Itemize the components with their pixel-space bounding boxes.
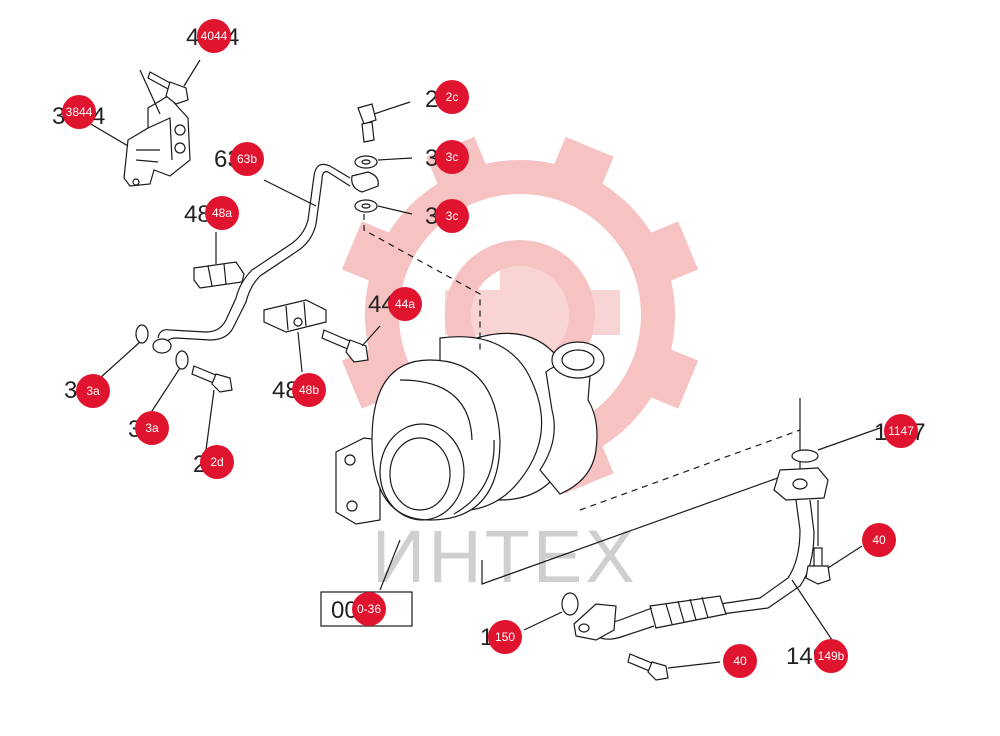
clamp-part <box>193 261 245 289</box>
callout-3a[interactable]: 3A 3a <box>128 411 169 445</box>
callout-2d[interactable]: 2D 2d <box>193 445 234 479</box>
callout-0036[interactable]: 0036 0-36 <box>331 592 386 626</box>
part-number-badge <box>200 445 234 479</box>
part-number-badge <box>76 374 110 408</box>
badge-text: 3a <box>86 384 100 398</box>
clamp-part <box>263 299 327 333</box>
part-number-badge <box>62 95 96 129</box>
badge-text: 48b <box>299 383 319 397</box>
callout-3a[interactable]: 3A 3a <box>64 374 110 408</box>
callout-150[interactable]: 150 150 <box>480 620 522 654</box>
part-number-badge <box>435 199 469 233</box>
part-number-badge <box>814 639 848 673</box>
part-number-badge <box>435 80 469 114</box>
part-number-badge <box>352 592 386 626</box>
oil-return-pipe-part <box>573 467 829 641</box>
callout-48b[interactable]: 48B 48b <box>272 373 326 407</box>
callout-40[interactable]: 40 40 <box>862 523 896 557</box>
callout-63b[interactable]: 63B 63b <box>214 142 264 176</box>
callout-1147[interactable]: 1147 1147 <box>874 414 926 448</box>
badge-text: 48a <box>212 206 232 220</box>
washer-part <box>175 350 189 370</box>
callout-48a[interactable]: 48A 48a <box>184 196 239 230</box>
callout-2c[interactable]: 2C 2c <box>425 80 469 114</box>
callout-40[interactable]: 40 40 <box>723 644 757 678</box>
badge-text: 4044 <box>201 29 228 43</box>
banjo-bolt-part <box>357 103 377 143</box>
part-number-badge <box>292 373 326 407</box>
callout-149b[interactable]: 149B 149b <box>786 639 848 673</box>
badge-text: 3c <box>446 209 459 223</box>
badge-text: 3c <box>446 150 459 164</box>
part-number-badge <box>205 196 239 230</box>
washer-part <box>354 199 378 213</box>
part-number-badge <box>135 411 169 445</box>
badge-text: 0-36 <box>357 602 381 616</box>
part-number-badge <box>388 287 422 321</box>
badge-text: 149b <box>818 649 845 663</box>
pipe-fitting-part <box>351 171 379 193</box>
callout-44a[interactable]: 44A 44a <box>368 287 422 321</box>
bolt-part <box>191 365 233 393</box>
turbocharger-part <box>335 332 605 525</box>
gasket-part <box>561 592 579 616</box>
part-number-badge <box>488 620 522 654</box>
badge-text: 40 <box>872 533 886 547</box>
part-number-badge <box>884 414 918 448</box>
part-number-badge <box>435 140 469 174</box>
part-number-badge <box>723 644 757 678</box>
badge-text: 40 <box>733 654 747 668</box>
bolt-part <box>805 547 831 585</box>
badge-text: 63b <box>237 152 257 166</box>
bolt-part <box>321 329 369 363</box>
part-number-badge <box>197 19 231 53</box>
badge-text: 3844 <box>66 105 93 119</box>
gasket-part <box>791 449 819 463</box>
callout-4044[interactable]: 4044 4044 <box>186 19 239 53</box>
badge-text: 3a <box>145 421 159 435</box>
callout-3c[interactable]: 3C 3c <box>425 199 469 233</box>
badge-text: 2d <box>210 455 223 469</box>
callout-3844[interactable]: 3844 3844 <box>52 95 105 130</box>
callout-3c[interactable]: 3C 3c <box>425 140 469 174</box>
bolt-part <box>147 71 189 105</box>
badge-text: 2c <box>446 90 459 104</box>
watermark-text: ИНТЕХ <box>372 515 638 598</box>
washer-part <box>135 324 149 344</box>
bolt-part <box>627 653 669 681</box>
badge-text: 44a <box>395 297 415 311</box>
part-number-badge <box>230 142 264 176</box>
badge-text: 150 <box>495 630 515 644</box>
oil-feed-pipe-part <box>152 163 351 354</box>
washer-part <box>354 155 378 169</box>
part-number-badge <box>862 523 896 557</box>
badge-text: 1147 <box>888 424 914 438</box>
bracket-part <box>123 95 191 187</box>
